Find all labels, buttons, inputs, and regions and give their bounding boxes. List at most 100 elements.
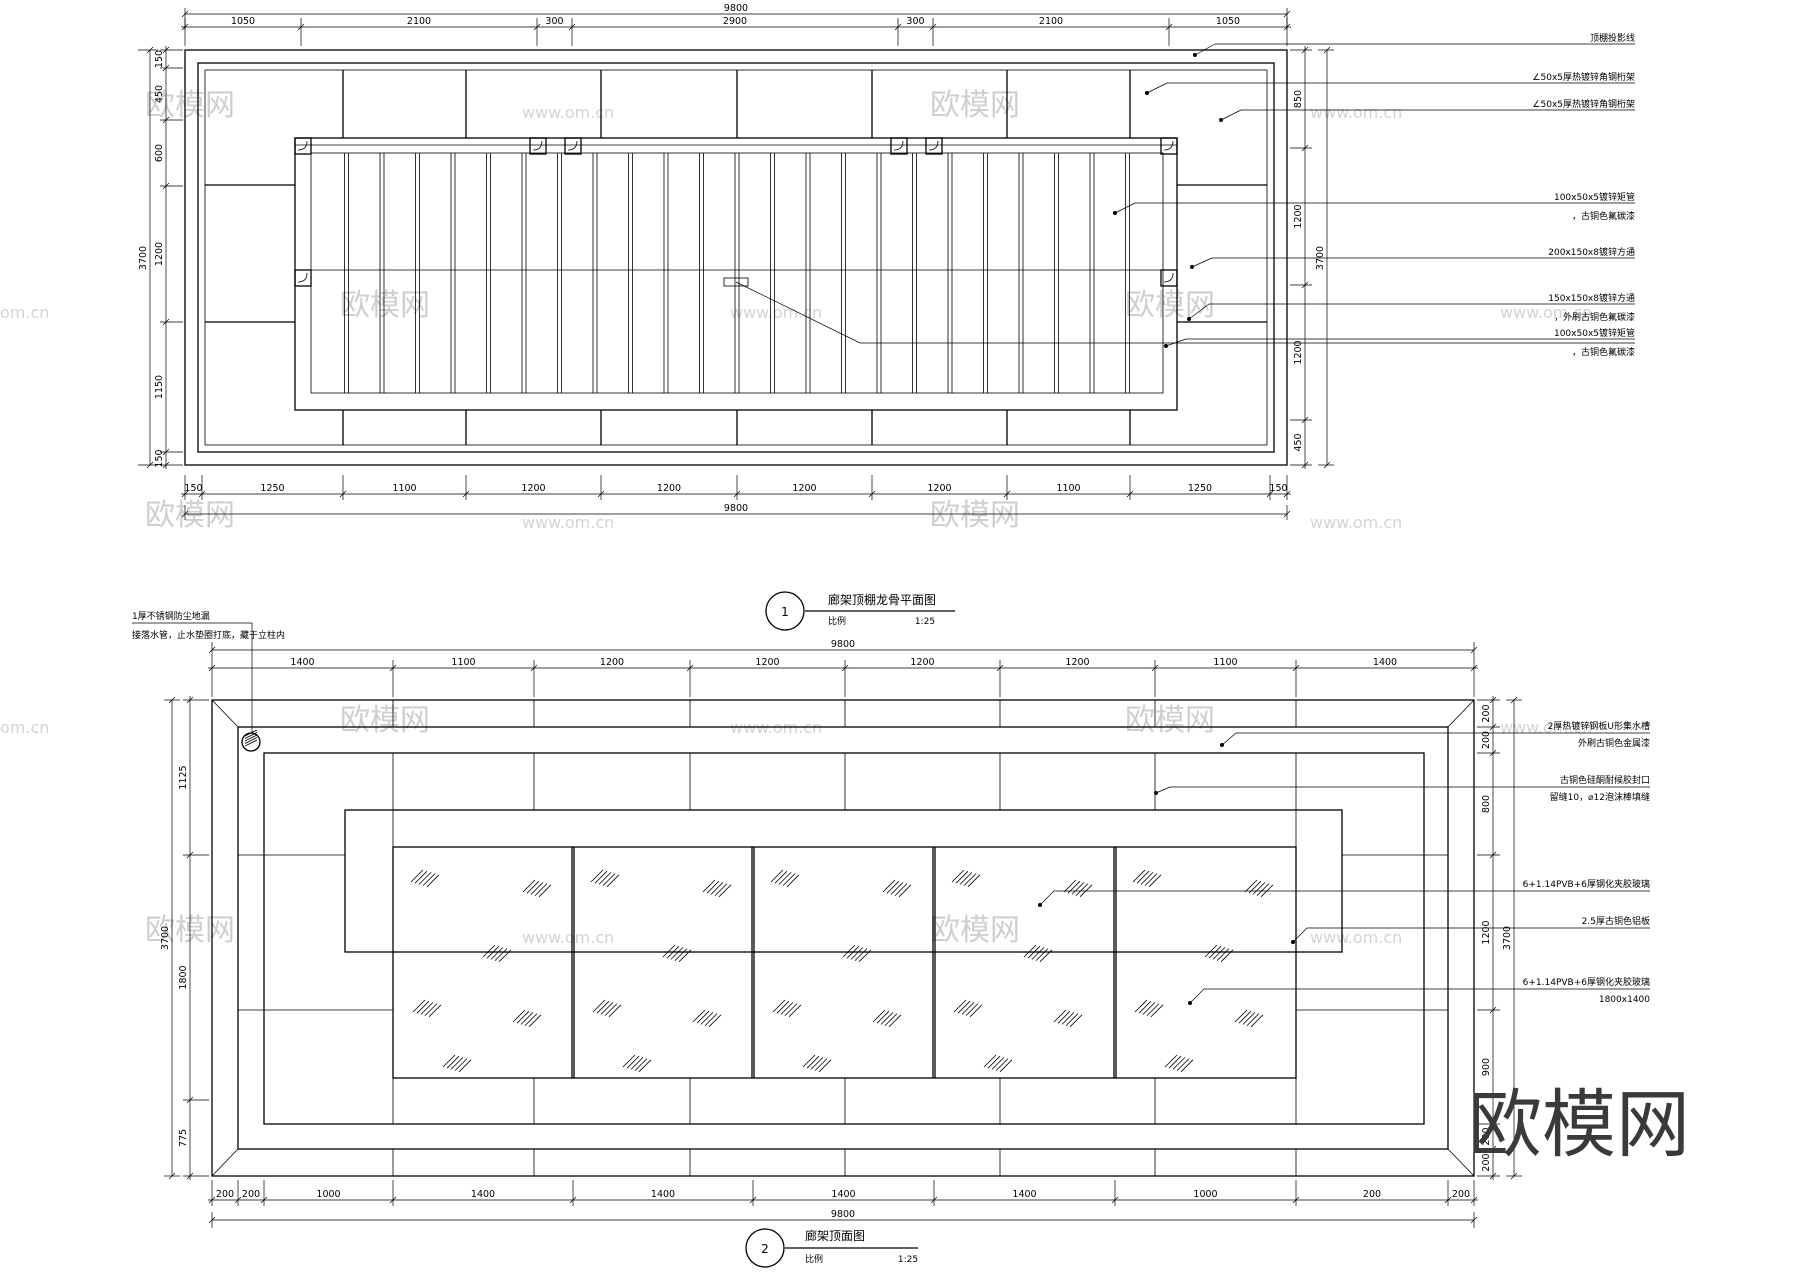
watermark-url: www.om.cn bbox=[1310, 103, 1402, 122]
glass-hatch bbox=[678, 949, 692, 963]
glass-hatch bbox=[704, 1013, 718, 1026]
dim-tick bbox=[1292, 664, 1300, 672]
annotation-text: 6+1.14PVB+6厚钢化夹胶玻璃 bbox=[1523, 878, 1650, 890]
scale-value: 1:25 bbox=[898, 1255, 918, 1265]
annotation-text: ，古铜色氟碳漆 bbox=[1572, 346, 1635, 358]
glass-hatch bbox=[778, 872, 792, 885]
glass-hatch bbox=[1164, 1054, 1178, 1068]
glass-hatch bbox=[898, 884, 912, 898]
glass-hatch bbox=[526, 880, 540, 894]
annotation-text: ，外刷古铜色氟碳漆 bbox=[1554, 311, 1635, 323]
glass-hatch bbox=[884, 1013, 898, 1026]
glass-hatch bbox=[1250, 1014, 1264, 1028]
glass-hatch bbox=[670, 947, 684, 960]
drawing-title: 廊架顶棚龙骨平面图 bbox=[828, 592, 936, 607]
glass-hatch bbox=[894, 883, 908, 896]
glass-hatch bbox=[524, 1013, 538, 1026]
glass-hatch bbox=[1216, 948, 1230, 961]
steel-frame-inner bbox=[310, 152, 1164, 394]
glass-hatch bbox=[428, 1004, 442, 1018]
glass-hatch bbox=[780, 1002, 794, 1015]
glass-hatch bbox=[880, 1012, 894, 1025]
glass-hatch bbox=[1065, 1013, 1079, 1026]
glass-hatch bbox=[1208, 945, 1222, 959]
dimension-value: 1250 bbox=[260, 483, 284, 494]
glass-hatch bbox=[718, 884, 732, 898]
annotation-text: 100x50x5镀锌矩管 bbox=[1554, 191, 1635, 203]
dimension-total: 9800 bbox=[724, 503, 748, 514]
glass-hatch bbox=[1212, 947, 1226, 960]
glass-hatch bbox=[486, 945, 500, 959]
dimension-total: 9800 bbox=[831, 639, 855, 650]
glass-hatch bbox=[1204, 944, 1218, 958]
glass-hatch bbox=[706, 880, 720, 894]
dim-tick bbox=[1266, 490, 1274, 498]
glass-hatch bbox=[696, 1010, 710, 1024]
dim-tick bbox=[930, 1196, 938, 1204]
floor-drain-hatch bbox=[244, 737, 258, 744]
dim-tick bbox=[841, 664, 849, 672]
glass-hatch bbox=[774, 870, 788, 884]
watermark-brand: 欧模网 bbox=[930, 88, 1020, 123]
glass-hatch bbox=[596, 1000, 610, 1014]
glass-hatch bbox=[1035, 948, 1049, 961]
glass-hatch bbox=[782, 873, 796, 886]
floor-drain-hatch bbox=[244, 734, 258, 742]
glass-hatch bbox=[882, 879, 896, 893]
scale-label: 比例 bbox=[828, 615, 846, 627]
drawing-title: 廊架顶面图 bbox=[805, 1228, 865, 1243]
dimension-value: 1200 bbox=[1293, 340, 1304, 364]
dim-tick bbox=[1470, 664, 1478, 672]
glass-hatch bbox=[770, 869, 784, 883]
column-bracket bbox=[532, 140, 543, 151]
glass-hatch bbox=[890, 882, 904, 895]
glass-hatch bbox=[700, 1012, 714, 1025]
dim-tick bbox=[1489, 1172, 1497, 1180]
glass-hatch bbox=[522, 879, 536, 893]
leader-dot bbox=[1220, 743, 1224, 747]
glass-hatch bbox=[1071, 882, 1085, 895]
dimension-total: 3700 bbox=[1502, 926, 1513, 950]
glass-hatch bbox=[592, 999, 606, 1013]
dim-tick bbox=[162, 182, 170, 190]
watermark-url: www.om.cn bbox=[522, 513, 614, 532]
glass-hatch bbox=[530, 882, 544, 895]
dim-tick bbox=[686, 664, 694, 672]
glass-hatch bbox=[1172, 1057, 1186, 1070]
dimension-value: 450 bbox=[1293, 433, 1304, 451]
dim-tick bbox=[530, 664, 538, 672]
dim-tick bbox=[533, 23, 541, 31]
leader-dot bbox=[1190, 265, 1194, 269]
glass-hatch bbox=[666, 945, 680, 959]
scale-label: 比例 bbox=[805, 1253, 823, 1265]
glass-hatch bbox=[965, 1003, 979, 1016]
glass-hatch bbox=[538, 884, 552, 898]
dimension-value: 1200 bbox=[792, 483, 816, 494]
dim-tick bbox=[1489, 851, 1497, 859]
dim-tick bbox=[1489, 1120, 1497, 1128]
watermark-brand: 欧模网 bbox=[340, 703, 430, 738]
watermark-url: www.om.cn bbox=[1500, 718, 1592, 737]
glass-hatch bbox=[854, 948, 868, 961]
watermark-url: www.om.cn bbox=[1500, 303, 1592, 322]
leader-dot bbox=[1154, 791, 1158, 795]
dimension-value: 300 bbox=[906, 16, 924, 27]
dimension-value: 200 bbox=[1481, 1127, 1492, 1145]
glass-hatch bbox=[714, 883, 728, 896]
annotation-text: 2.5厚古铜色铝板 bbox=[1582, 915, 1650, 927]
dim-tick bbox=[1165, 23, 1173, 31]
dimension-value: 1200 bbox=[910, 657, 934, 668]
annotation-text: ∠50x5厚热镀锌角钢桁架 bbox=[1532, 71, 1635, 83]
dim-tick bbox=[162, 46, 170, 54]
dim-tick bbox=[162, 116, 170, 124]
dimension-value: 200 bbox=[242, 1189, 260, 1200]
glass-hatch bbox=[442, 1054, 456, 1068]
glass-hatch bbox=[786, 874, 800, 888]
glass-hatch bbox=[1023, 944, 1037, 958]
leader-line bbox=[1194, 43, 1216, 56]
leader-line bbox=[1039, 890, 1055, 906]
glass-hatch bbox=[784, 1003, 798, 1016]
glass-hatch bbox=[1069, 1014, 1083, 1028]
dimension-value: 1100 bbox=[392, 483, 416, 494]
glass-hatch bbox=[604, 1003, 618, 1016]
